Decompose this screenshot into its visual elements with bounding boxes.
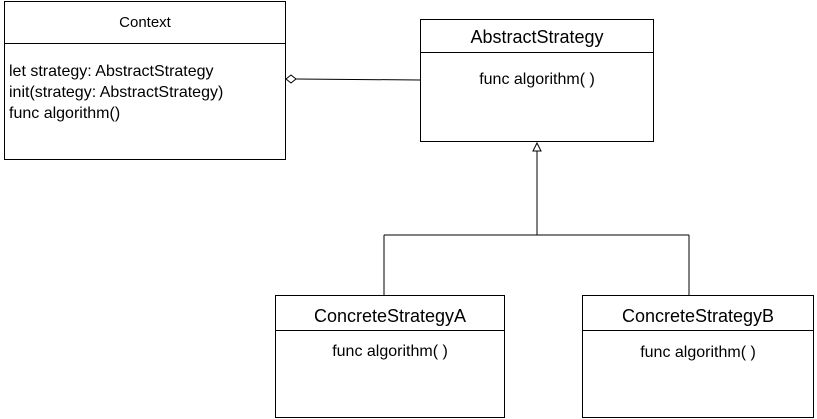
context-class-name: Context (5, 2, 285, 44)
concrete-strategy-a-class-name: ConcreteStrategyA (276, 296, 504, 331)
concrete-strategy-a-method: func algorithm( ) (332, 343, 448, 360)
context-members: let strategy: AbstractStrategy init(stra… (5, 44, 285, 124)
inheritance-arrowhead (532, 141, 542, 152)
concrete-strategy-a-class-box: ConcreteStrategyA func algorithm( ) (275, 295, 505, 418)
aggregation-line (295, 78, 421, 81)
abstract-strategy-method: func algorithm( ) (479, 71, 595, 88)
concrete-strategy-b-class-box: ConcreteStrategyB func algorithm( ) (582, 295, 814, 418)
concrete-strategy-b-class-name: ConcreteStrategyB (583, 296, 813, 331)
abstract-strategy-class-name: AbstractStrategy (421, 20, 653, 53)
context-member: let strategy: AbstractStrategy (9, 63, 214, 80)
context-member: init(strategy: AbstractStrategy) (9, 84, 224, 101)
abstract-strategy-class-box: AbstractStrategy func algorithm( ) (420, 19, 654, 142)
aggregation-diamond (285, 74, 297, 84)
concrete-strategy-b-method: func algorithm( ) (640, 344, 756, 361)
context-class-box: Context let strategy: AbstractStrategy i… (4, 1, 286, 160)
context-member: func algorithm() (9, 105, 121, 122)
